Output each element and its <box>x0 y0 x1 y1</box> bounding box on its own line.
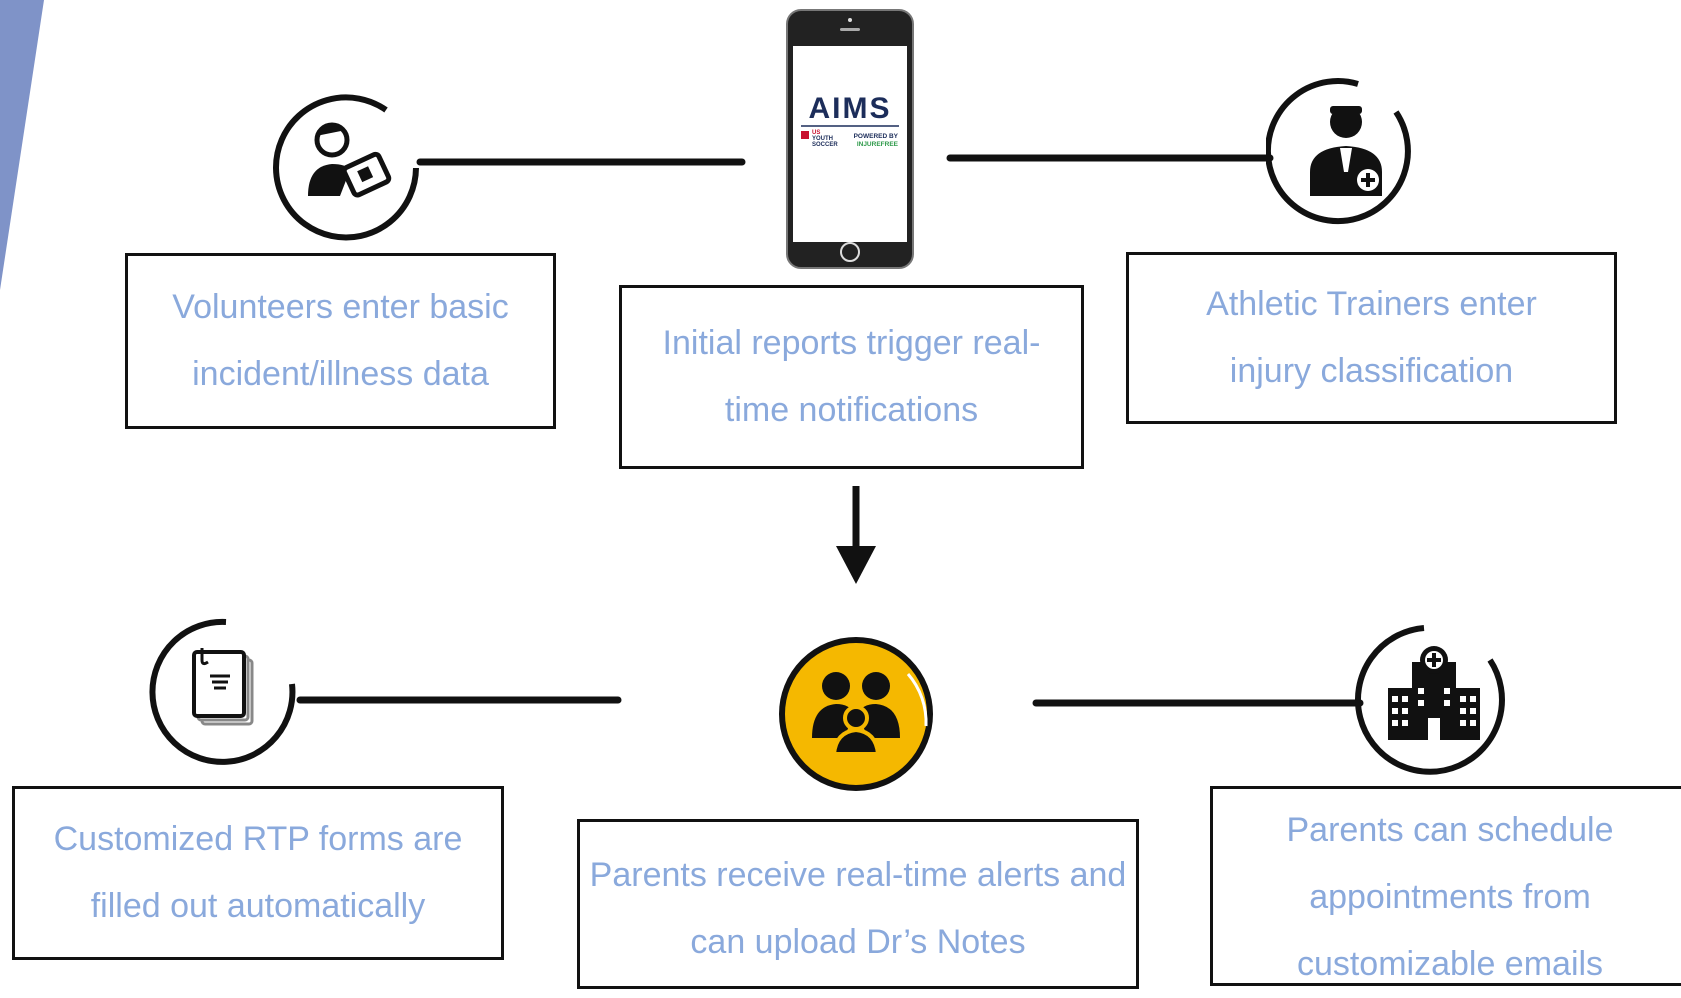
step-parents-alerts: Parents receive real-time alerts and can… <box>577 819 1139 989</box>
phone-partner: INJUREFREE <box>857 141 899 148</box>
step-volunteers: Volunteers enter basic incident/illness … <box>125 253 556 429</box>
volunteer-tablet-icon <box>273 94 419 241</box>
phone-powered-by: POWERED BY <box>854 133 899 140</box>
family-icon <box>779 637 933 791</box>
step-initial-reports-text: Initial reports trigger real-time notifi… <box>662 324 1041 429</box>
step-rtp-forms-text: Customized RTP forms are filled out auto… <box>53 820 463 925</box>
step-parents-alerts-text: Parents receive real-time alerts and can… <box>589 856 1127 961</box>
step-rtp-forms: Customized RTP forms are filled out auto… <box>12 786 504 960</box>
step-parents-schedule: Parents can schedule appointments from c… <box>1210 786 1681 986</box>
step-parents-schedule-text: Parents can schedule appointments from c… <box>1286 811 1614 983</box>
medic-icon <box>1266 78 1411 225</box>
arrow-head <box>836 546 876 584</box>
phone-brand: AIMS <box>809 92 892 125</box>
accent-bar <box>0 0 44 290</box>
step-athletic-trainers: Athletic Trainers enter injury classific… <box>1126 252 1617 424</box>
phone-org-1: US <box>812 130 820 136</box>
phone-org-3: SOCCER <box>812 142 838 148</box>
documents-icon <box>149 618 296 765</box>
step-volunteers-text: Volunteers enter basic incident/illness … <box>172 288 509 393</box>
hospital-icon <box>1355 625 1505 775</box>
smartphone-icon: AIMS US YOUTH SOCCER POWERED BY INJUREFR… <box>786 9 914 269</box>
step-athletic-trainers-text: Athletic Trainers enter injury classific… <box>1206 285 1537 390</box>
phone-org-2: YOUTH <box>812 136 833 142</box>
step-initial-reports: Initial reports trigger real-time notifi… <box>619 285 1084 469</box>
